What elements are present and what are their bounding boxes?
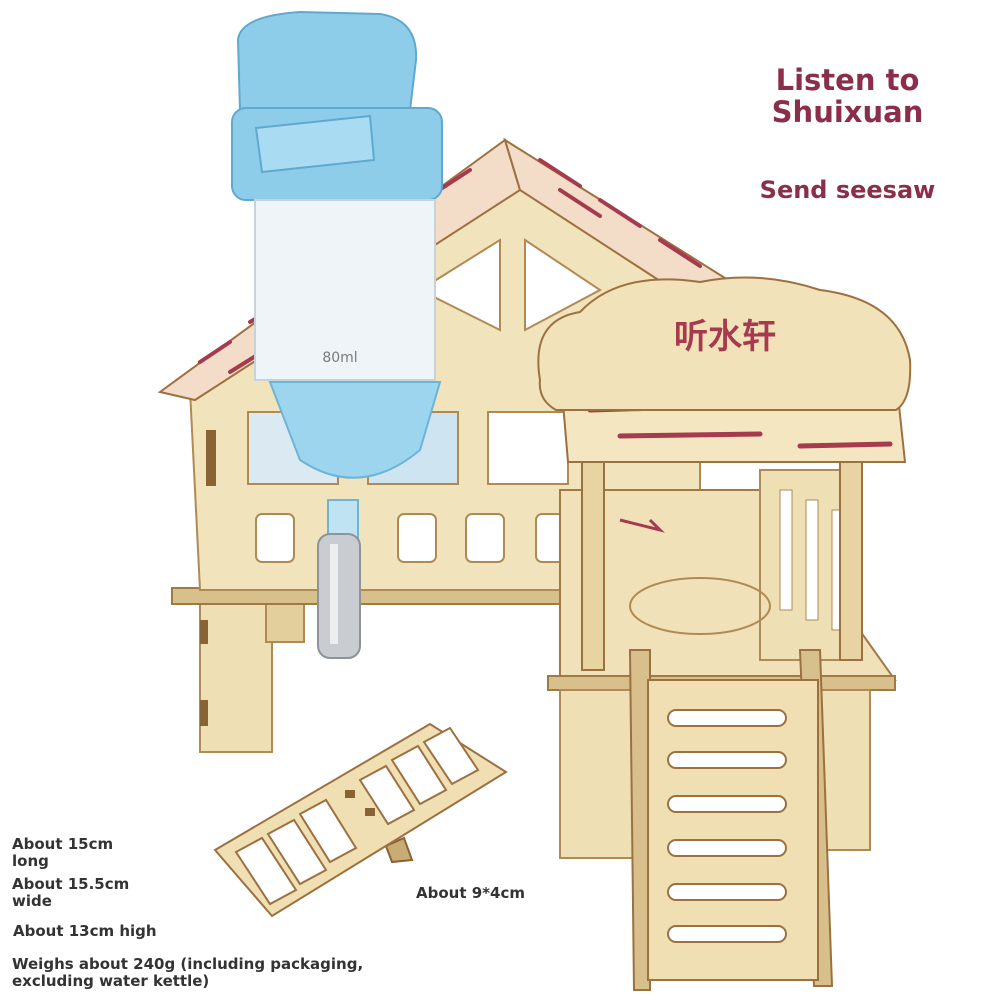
ladder-ramp [628,649,834,991]
sign-text: 听水轩 [674,317,776,357]
spec-length: About 15cm long [12,835,114,870]
left-stilt-legs [199,599,305,753]
porch-canopy: 听水轩 [537,276,912,671]
promo-text: Send seesaw [759,176,936,204]
spec-weight: Weighs about 240g (including packaging, … [12,955,364,990]
headline: Listen to Shuixuan [745,64,950,128]
spec-width: About 15.5cm wide [12,875,130,910]
headline-line-1: Listen to [775,63,920,97]
headline-line-2: Shuixuan [771,95,924,129]
bottle-capacity-label: 80ml [322,350,357,366]
seesaw-accessory [213,722,508,918]
spec-height: About 13cm high [13,922,157,940]
water-bottle: 80ml [231,10,443,659]
spec-seesaw-size: About 9*4cm [416,884,525,902]
